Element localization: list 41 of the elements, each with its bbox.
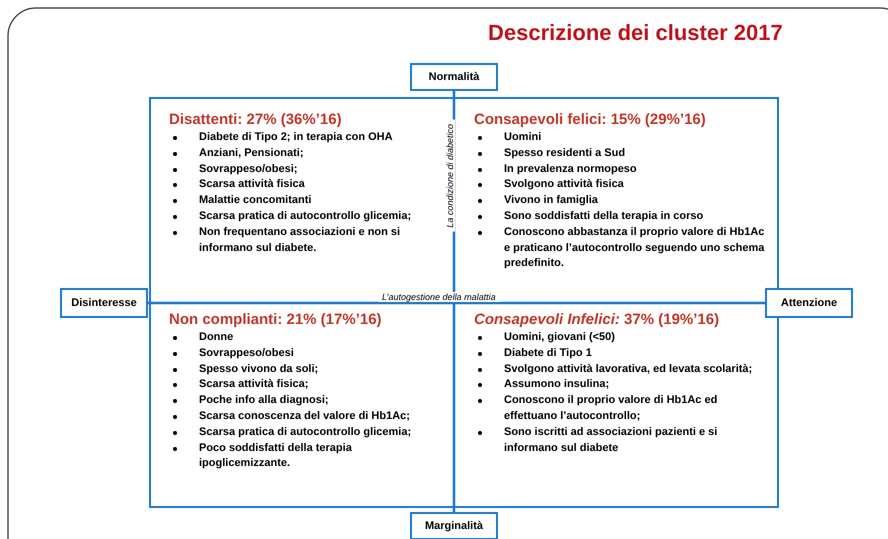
item-text: Diabete di Tipo 1	[504, 346, 592, 359]
item-text: Conoscono abbastanza il proprio valore di Hb1Ac e praticano l’autocontrollo seguendo uno schema predefinito.	[504, 226, 764, 270]
axis-label: L’autogestione della malattia	[378, 292, 500, 302]
diagram-title: Descrizione dei cluster 2017	[488, 20, 783, 46]
axis-end-box: Attenzione	[765, 288, 853, 318]
axis-end-box: Marginalità	[410, 512, 498, 539]
item-text: Sovrappeso/obesi;	[199, 162, 298, 175]
item-text: Uomini	[504, 131, 542, 143]
item-text: Malattie concomitanti	[199, 194, 312, 206]
item-text: Donne	[199, 331, 234, 343]
item-text: Vivono in famiglia	[504, 194, 598, 206]
item-text: Diabete di Tipo 2; in terapia con OHA	[199, 131, 393, 143]
item-text: Scarsa attività fisica;	[199, 378, 308, 390]
item-text: Scarsa pratica di autocontrollo glicemia;	[199, 426, 412, 438]
item-text: Anziani, Pensionati;	[199, 146, 304, 159]
item-text: Sono iscritti ad associazioni pazienti e si informano sul diabete	[504, 426, 718, 454]
item-text: Spesso vivono da soli;	[199, 362, 318, 375]
item-text: Sono soddisfatti della terapia in corso	[504, 210, 704, 222]
item-text: Conoscono il proprio valore di Hb1Ac ed effettuano l’autocontrollo;	[504, 394, 718, 422]
item-text: Svolgono attività lavorativa, ed levata scolarità;	[504, 362, 752, 375]
item-text: Uomini, giovani (<50)	[504, 331, 615, 343]
item-text: Svolgono attività fisica	[504, 178, 624, 190]
cluster-heading: Consapevoli Infelici: 37% (19%’16)	[474, 311, 720, 328]
cluster-heading: Consapevoli felici: 15% (29%’16)	[474, 111, 707, 128]
item-text: In prevalenza normopeso	[504, 162, 637, 175]
item-text: Scarsa pratica di autocontrollo glicemia;	[199, 210, 412, 222]
axis-line	[148, 302, 765, 304]
item-text: Spesso residenti a Sud	[504, 146, 626, 159]
item-text: Scarsa conoscenza del valore di Hb1Ac;	[199, 410, 410, 422]
item-text: Sovrappeso/obesi	[199, 346, 294, 359]
axis-end-box: Normalità	[410, 63, 498, 91]
item-text: Non frequentano associazioni e non si informano sul diabete.	[199, 226, 400, 254]
item-text: Poche info alla diagnosi;	[199, 394, 329, 406]
item-text: Poco soddisfatti della terapia ipoglicemizzante.	[199, 442, 352, 470]
axis-line	[452, 91, 456, 512]
item-text: Assumono insulina;	[504, 378, 610, 390]
axis-label: La condizione di diabetico	[445, 120, 455, 232]
cluster-heading: Disattenti: 27% (36%’16)	[169, 111, 343, 128]
item-text: Scarsa attività fisica	[199, 178, 305, 190]
cluster-heading: Non complianti: 21% (17%’16)	[169, 311, 383, 328]
axis-end-box: Disinteresse	[60, 288, 148, 318]
